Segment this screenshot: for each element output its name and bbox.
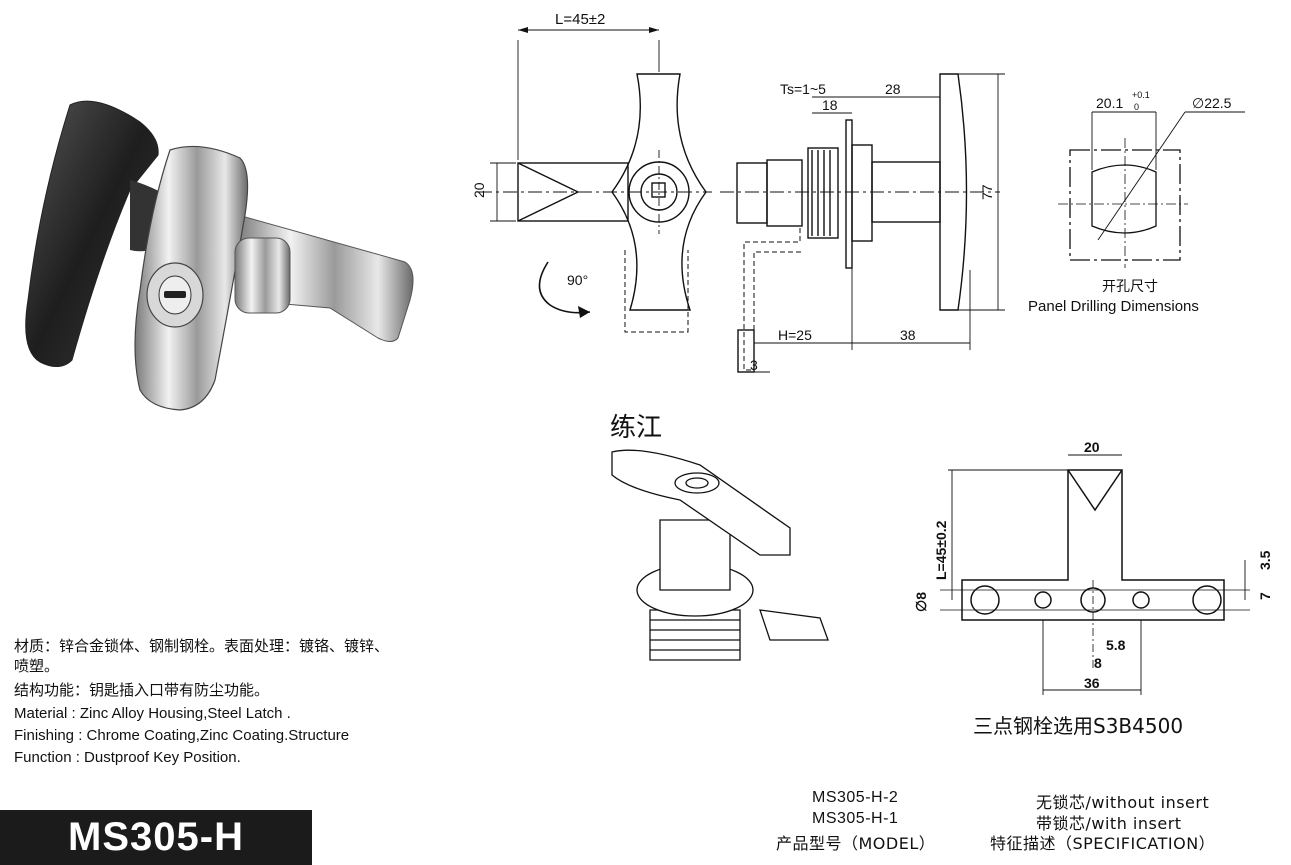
desc-en-line-1: Material : Zinc Alloy Housing,Steel Latc…: [14, 705, 291, 722]
product-photo: [25, 100, 414, 411]
top-view-drawing: [478, 27, 712, 333]
spec-row-1: 无锁芯/without insert: [1036, 793, 1210, 812]
desc-cn-line-2: 喷塑。: [14, 657, 60, 675]
bolt-dim-5-8-label: 5.8: [1106, 637, 1126, 653]
model-row-2: MS305-H-1: [812, 810, 899, 827]
spec-header: 特征描述（SPECIFICATION）: [990, 834, 1216, 853]
rotation-label: 90°: [567, 272, 588, 288]
dim-h-label: H=25: [778, 327, 812, 343]
spec-row-2: 带锁芯/with insert: [1036, 814, 1182, 833]
panel-drilling-drawing: [1058, 111, 1245, 268]
bolt-dim-7-label: 7: [1257, 592, 1273, 600]
bolt-dim-8-bottom-label: 8: [1094, 655, 1102, 671]
dim-length-label: L=45±2: [555, 11, 605, 28]
bolt-width-label: 20: [1084, 439, 1100, 455]
bolt-length-label: L=45±0.2: [933, 520, 949, 580]
dim-77-label: 77: [979, 184, 995, 200]
isometric-drawing: [611, 449, 829, 661]
dim-width-label: 20: [471, 182, 487, 198]
bolt-caption: 三点钢栓选用S3B4500: [973, 714, 1183, 738]
model-name-badge: MS305-H: [0, 810, 312, 865]
dim-28-label: 28: [885, 81, 901, 97]
diameter-label: ∅22.5: [1192, 95, 1232, 111]
side-view-drawing: [720, 73, 1005, 373]
three-point-bolt-drawing: [940, 454, 1250, 695]
dim-ts-label: Ts=1~5: [780, 81, 826, 97]
bolt-dim-8-left-label: ∅8: [913, 592, 929, 612]
desc-cn-line-3: 结构功能：钥匙插入口带有防尘功能。: [14, 681, 270, 699]
desc-en-line-3: Function : Dustproof Key Position.: [14, 749, 241, 766]
model-header: 产品型号（MODEL）: [776, 834, 936, 853]
dim-3-label: 3: [750, 357, 758, 373]
model-row-1: MS305-H-2: [812, 789, 899, 806]
panel-cn-caption: 开孔尺寸: [1102, 279, 1158, 295]
desc-en-line-2: Finishing : Chrome Coating,Zinc Coating.…: [14, 727, 350, 744]
bolt-dim-36-label: 36: [1084, 675, 1100, 691]
bolt-dim-3-5-label: 3.5: [1257, 550, 1273, 570]
tol-upper-label: +0.1: [1132, 90, 1150, 100]
dim-20-1-label: 20.1: [1096, 95, 1123, 111]
model-name: MS305-H: [68, 815, 244, 859]
desc-cn-line-1: 材质：锌合金锁体、钢制钢栓。表面处理：镀铬、镀锌、: [14, 637, 390, 655]
dim-18-label: 18: [822, 97, 838, 113]
tol-lower-label: 0: [1134, 102, 1139, 112]
watermark: 练江: [610, 413, 662, 443]
dim-38-label: 38: [900, 327, 916, 343]
panel-en-caption: Panel Drilling Dimensions: [1028, 298, 1199, 315]
